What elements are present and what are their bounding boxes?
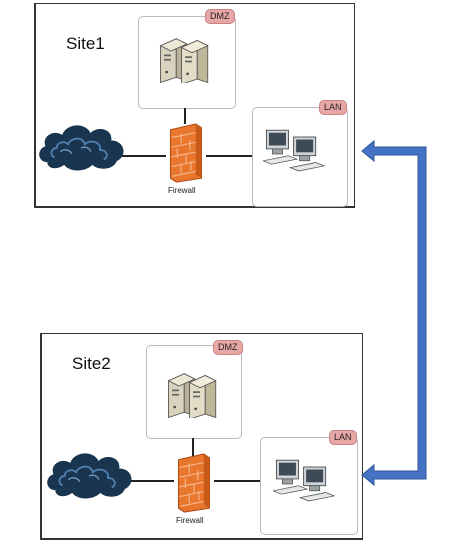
site2-box: Site2 DMZ LAN Firewall — [40, 333, 363, 540]
site1-dmz-tag: DMZ — [205, 9, 235, 24]
site1-link-dmz-firewall — [184, 108, 186, 124]
site2-lan-tag: LAN — [329, 430, 357, 445]
site2-dmz-zone: DMZ — [146, 340, 243, 439]
site2-dmz-tag: DMZ — [213, 340, 243, 355]
site2-title: Site2 — [72, 354, 111, 373]
site1-lan-zone: LAN — [252, 100, 348, 207]
site1-link-cloud-firewall — [122, 155, 166, 157]
site2-link-dmz-firewall — [192, 438, 194, 456]
site-link-arrow-path — [361, 139, 427, 487]
site1-lan-tag: LAN — [319, 100, 347, 115]
site1-dmz-zone: DMZ — [138, 9, 236, 109]
site1-box: Site1 DMZ LAN Firewall — [34, 3, 355, 208]
site1-link-firewall-lan — [206, 155, 252, 157]
site1-title: Site1 — [66, 34, 105, 53]
site2-link-firewall-lan — [214, 480, 260, 482]
site2-lan-zone: LAN — [260, 430, 358, 535]
site1-firewall-label: Firewall — [168, 186, 196, 195]
site2-firewall-label: Firewall — [176, 516, 204, 525]
site2-link-cloud-firewall — [128, 480, 174, 482]
